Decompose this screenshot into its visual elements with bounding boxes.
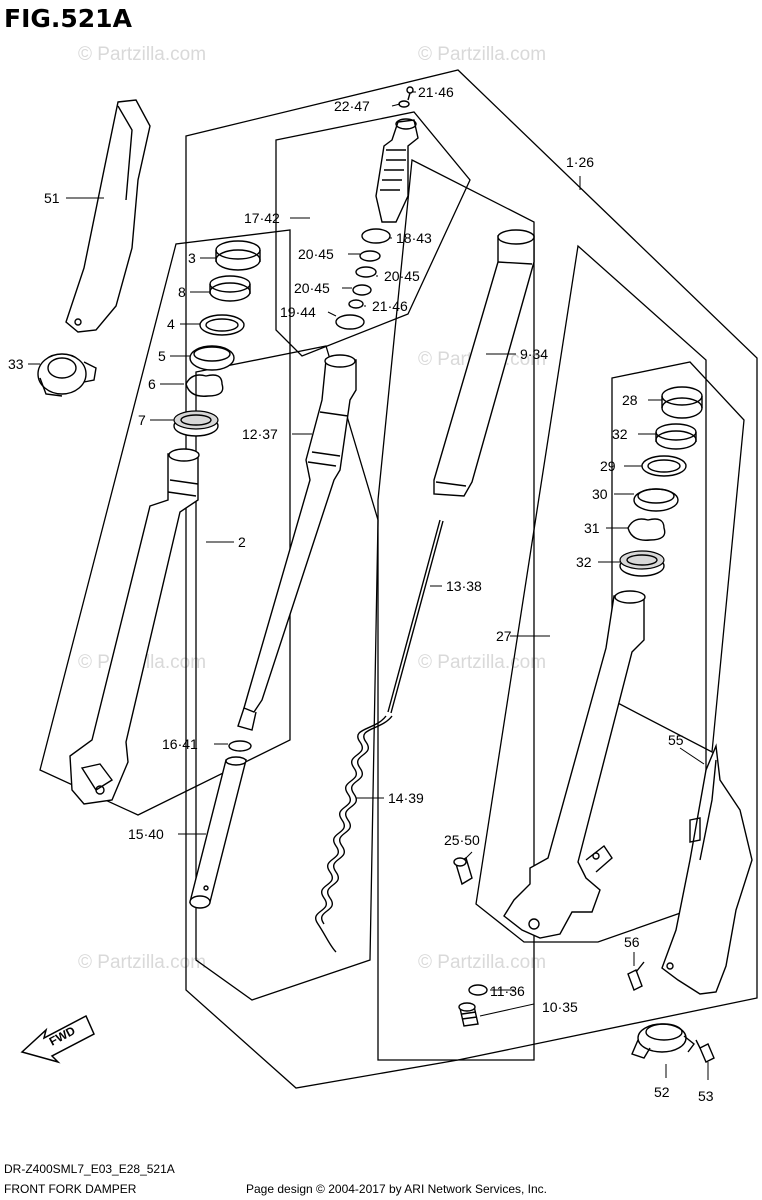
part-4-washer[interactable] [199, 314, 245, 336]
part-10-drain-bolt[interactable] [458, 1002, 479, 1027]
part-22-o-ring[interactable] [348, 299, 364, 309]
callout-53[interactable]: 53 [698, 1088, 714, 1104]
callout-7[interactable]: 7 [138, 412, 146, 428]
part-13-rod[interactable] [387, 519, 444, 714]
part-29-washer[interactable] [641, 455, 687, 477]
callout-13-38[interactable]: 13·38 [446, 578, 482, 594]
part-32-dust-seal[interactable] [619, 550, 665, 577]
outer-tube-group-box [39, 229, 291, 816]
callout-18-43[interactable]: 18·43 [396, 230, 432, 246]
part-51-guard-clamp[interactable] [37, 353, 97, 397]
part-53-bolt[interactable] [695, 1039, 715, 1063]
part-54-fork-guard[interactable] [65, 99, 151, 333]
watermark: © Partzilla.com [418, 652, 546, 673]
part-7-oil-seal[interactable] [173, 410, 219, 437]
figure-code: DR-Z400SML7_E03_E28_521A [4, 1162, 175, 1176]
copyright-credit: Page design © 2004-2017 by ARI Network S… [246, 1182, 547, 1196]
part-24-o-ring[interactable] [398, 100, 410, 108]
callout-31[interactable]: 31 [584, 520, 600, 536]
callout-20-45-b[interactable]: 20·45 [384, 268, 420, 284]
part-25-bolt[interactable] [453, 856, 473, 886]
watermark: © Partzilla.com [78, 44, 206, 65]
part-12-cylinder[interactable] [237, 354, 357, 731]
part-16-o-ring[interactable] [228, 740, 252, 752]
callout-12-37[interactable]: 12·37 [242, 426, 278, 442]
callout-15-40[interactable]: 15·40 [128, 826, 164, 842]
figure-name: FRONT FORK DAMPER [4, 1182, 137, 1196]
fork-assembly-outline [185, 69, 758, 1089]
callout-10-35[interactable]: 10·35 [542, 999, 578, 1015]
part-6-clip[interactable] [185, 374, 224, 397]
callout-5[interactable]: 5 [158, 348, 166, 364]
part-2-outer-tube[interactable] [69, 448, 200, 805]
watermark: © Partzilla.com [418, 952, 546, 973]
callout-16-41[interactable]: 16·41 [162, 736, 198, 752]
callout-17-42[interactable]: 17·42 [244, 210, 280, 226]
callout-22-47[interactable]: 21·46 [372, 298, 408, 314]
part-52-guard-clamp[interactable] [631, 1023, 695, 1059]
callout-8[interactable]: 8 [178, 284, 186, 300]
callout-56[interactable]: 56 [624, 934, 640, 950]
leader-lines [28, 91, 709, 1080]
part-3-oil-seal[interactable] [215, 240, 261, 271]
part-19-o-ring[interactable] [335, 314, 365, 330]
part-15-damper-rod[interactable] [189, 756, 247, 909]
callout-2[interactable]: 2 [238, 534, 246, 550]
callout-3[interactable]: 3 [188, 250, 196, 266]
part-30-oil-seal[interactable] [633, 488, 679, 512]
cap-bolt-group-box [275, 111, 471, 357]
cylinder-group-box [195, 345, 379, 1001]
callout-32[interactable]: 32 [576, 554, 592, 570]
part-23-valve[interactable] [406, 86, 414, 101]
callout-14-39[interactable]: 14·39 [388, 790, 424, 806]
callout-9-34[interactable]: 9·34 [520, 346, 548, 362]
part-20-washer-b[interactable] [355, 266, 377, 278]
part-18-o-ring[interactable] [361, 228, 391, 244]
part-21-washer[interactable] [352, 284, 372, 296]
callout-1-26[interactable]: 1·26 [566, 154, 594, 170]
callout-30[interactable]: 30 [592, 486, 608, 502]
callout-21-46[interactable]: 20·45 [294, 280, 330, 296]
part-55-lower-fork-guard[interactable] [661, 743, 753, 995]
callout-6[interactable]: 6 [148, 376, 156, 392]
part-56-bolt[interactable] [627, 961, 645, 991]
part-17-cap-bolt[interactable] [375, 118, 419, 223]
part-28-bushing[interactable] [661, 386, 703, 419]
part-27-inner-tube[interactable] [503, 590, 646, 939]
part-9-spacer[interactable] [433, 229, 535, 497]
part-5-bushing[interactable] [189, 345, 235, 371]
figure-title: FIG.521A [4, 4, 133, 33]
part-20-washer-a[interactable] [359, 250, 381, 262]
callout-19-44[interactable]: 19·44 [280, 304, 316, 320]
callout-33[interactable]: 32 [612, 426, 628, 442]
callout-labels: 51 33 3 8 4 5 6 7 2 21·46 22·47 1·26 17·… [8, 84, 714, 1104]
callout-29[interactable]: 29 [600, 458, 616, 474]
spring-group-box [377, 158, 535, 1061]
callout-54[interactable]: 51 [44, 190, 60, 206]
part-33-bushing[interactable] [655, 423, 697, 450]
callout-52[interactable]: 52 [654, 1084, 670, 1100]
callout-4[interactable]: 4 [167, 316, 175, 332]
callout-51[interactable]: 33 [8, 356, 24, 372]
callout-25-50[interactable]: 25·50 [444, 832, 480, 848]
watermark: © Partzilla.com [418, 44, 546, 65]
forward-direction-arrow: FWD [20, 1014, 95, 1064]
callout-11-36[interactable]: 11·36 [490, 983, 525, 999]
part-11-o-ring[interactable] [468, 984, 488, 996]
part-14-spring[interactable] [315, 715, 393, 953]
callout-23-48[interactable]: 21·46 [418, 84, 454, 100]
callout-20-45-a[interactable]: 20·45 [298, 246, 334, 262]
watermark: © Partzilla.com [78, 952, 206, 973]
callout-55[interactable]: 55 [668, 732, 684, 748]
callout-27[interactable]: 27 [496, 628, 512, 644]
callout-28[interactable]: 28 [622, 392, 638, 408]
callout-24-49[interactable]: 22·47 [334, 98, 370, 114]
part-31-clip[interactable] [627, 518, 666, 541]
part-8-bushing[interactable] [209, 275, 251, 302]
